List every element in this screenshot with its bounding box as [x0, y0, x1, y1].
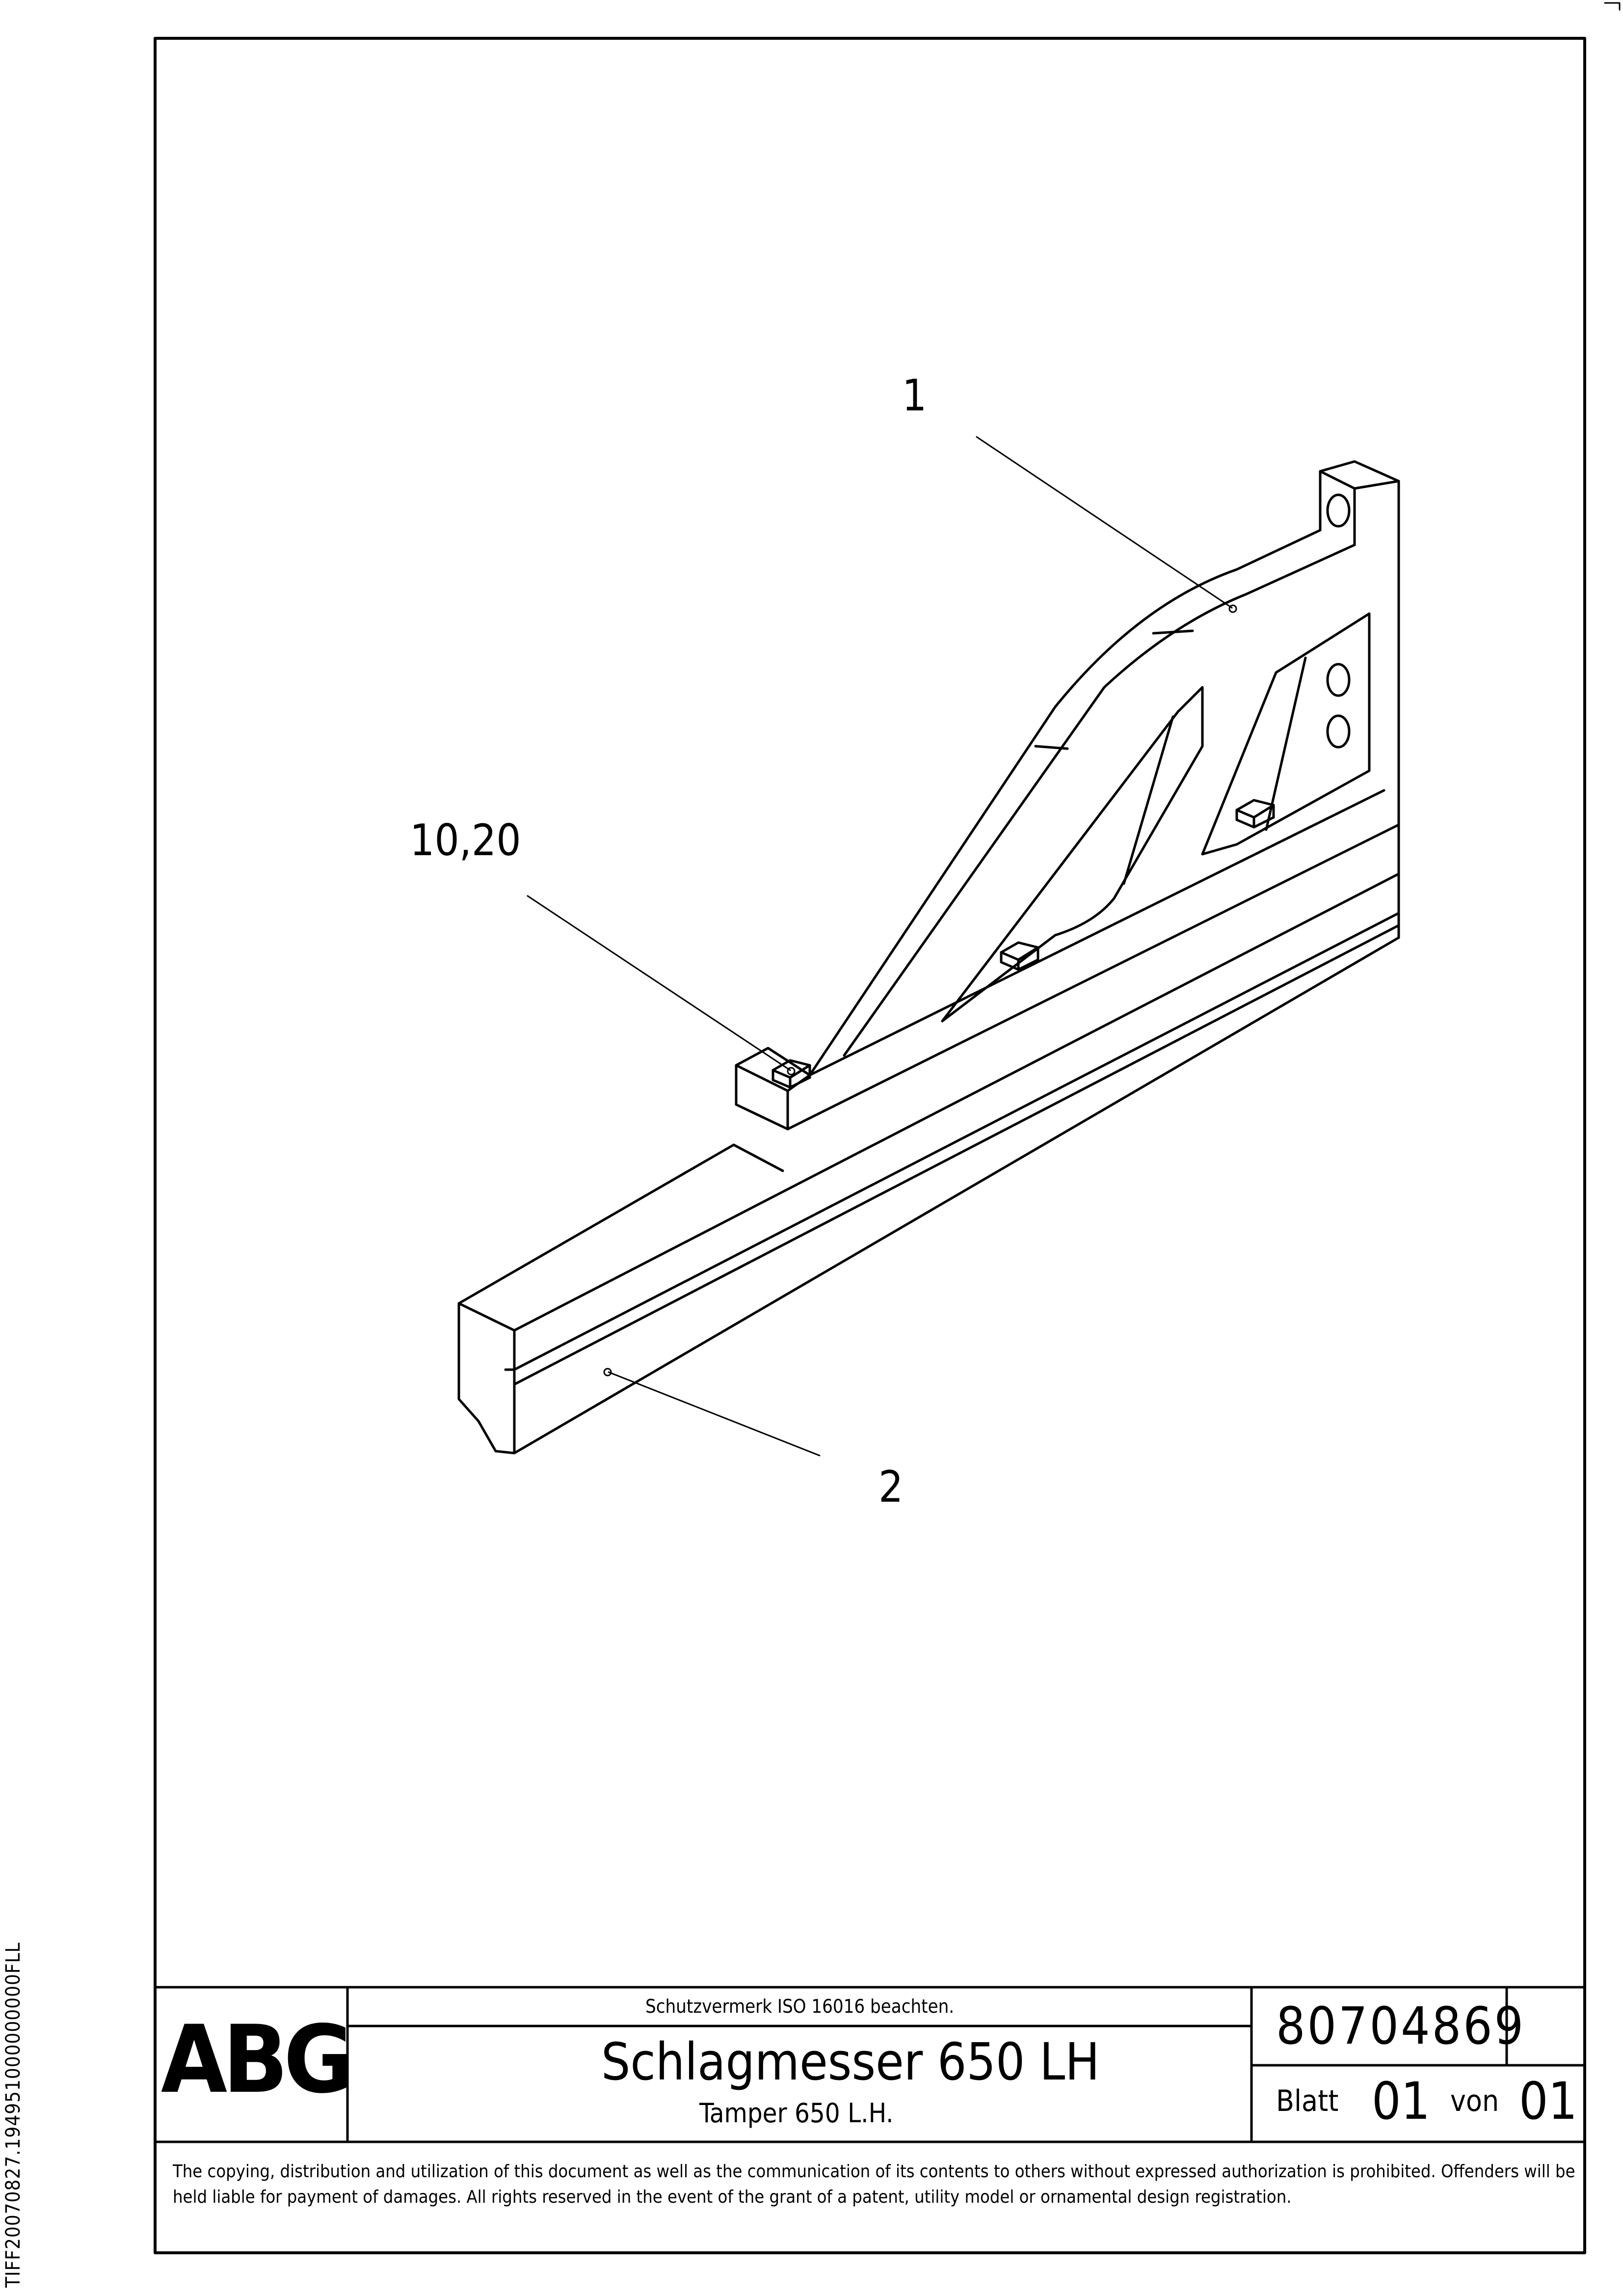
corner-mark: [1604, 2, 1621, 11]
hole: [1326, 714, 1351, 749]
callout-10-20: 10,20: [410, 815, 521, 865]
blade-outline: [457, 1302, 516, 1455]
copyright-notice: The copying, distribution and utilizatio…: [173, 2161, 1575, 2207]
leader-lines: [527, 436, 1237, 1457]
part-number: 80704869: [1276, 1996, 1526, 2056]
of-label: von: [1450, 2084, 1499, 2118]
title-block-lines: [154, 1986, 1586, 2143]
clamp-block: [735, 1064, 789, 1131]
company-logo: ABG: [160, 2005, 354, 2114]
sheet-label: Blatt: [1276, 2084, 1339, 2118]
hole: [1326, 493, 1351, 528]
drawing-title-english: Tamper 650 L.H.: [699, 2098, 894, 2129]
callout-2: 2: [878, 1461, 904, 1512]
hole: [1326, 663, 1351, 697]
drawing-frame: [154, 37, 1586, 2254]
document-id-vertical: TIFF20070827.194951000000000FLL: [2, 1942, 25, 2288]
part-illustration: [457, 460, 1400, 1455]
arm-outline: [808, 460, 1400, 1077]
drawing-title-german: Schlagmesser 650 LH: [601, 2032, 1100, 2092]
callout-1: 1: [902, 370, 927, 421]
sheet-total: 01: [1519, 2071, 1578, 2131]
sheet-number: 01: [1372, 2071, 1431, 2131]
iso-protection-note: Schutzvermerk ISO 16016 beachten.: [645, 1996, 955, 2017]
